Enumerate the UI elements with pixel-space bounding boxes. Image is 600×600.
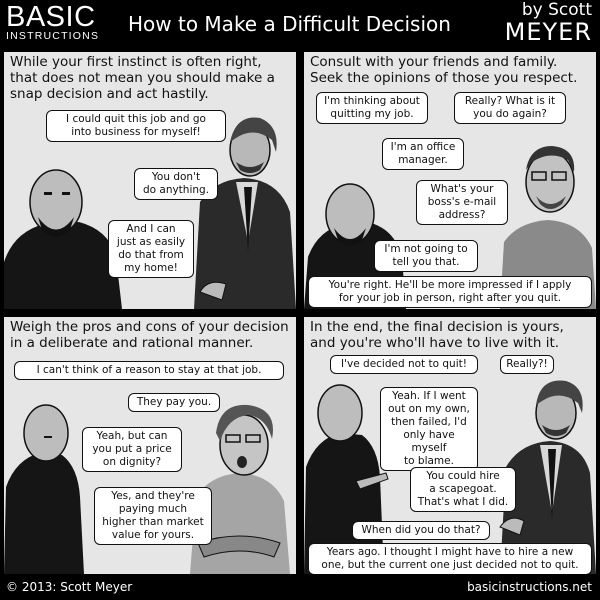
bald-man-figure bbox=[4, 404, 84, 574]
speech-bubble: Really? What is it you do again? bbox=[454, 92, 566, 124]
copyright-notice: © 2013: Scott Meyer bbox=[6, 580, 133, 594]
speech-bubble: I'm thinking about quitting my job. bbox=[316, 92, 428, 124]
panel-1-artwork bbox=[4, 117, 296, 309]
speech-bubble: Years ago. I thought I might have to hir… bbox=[308, 543, 592, 574]
speech-bubble: I can't think of a reason to stay at tha… bbox=[14, 361, 284, 380]
speech-bubble: I'm an office manager. bbox=[382, 138, 464, 170]
speech-bubble: And I can just as easily do that from my… bbox=[108, 220, 194, 278]
byline-line-1: by Scott bbox=[521, 0, 592, 20]
bald-man-figure bbox=[4, 169, 122, 309]
comic-logo: BASIC INSTRUCTIONS bbox=[6, 3, 99, 42]
panel-3: Weigh the pros and cons of your decision… bbox=[4, 317, 296, 574]
panel-4-artwork bbox=[304, 380, 596, 574]
panel-4-caption: In the end, the final decision is yours,… bbox=[310, 319, 564, 351]
speech-bubble: You're right. He'll be more impressed if… bbox=[308, 276, 592, 308]
speech-bubble: You don't do anything. bbox=[134, 168, 218, 200]
speech-bubble: What's your boss's e-mail address? bbox=[416, 180, 508, 225]
panel-4: In the end, the final decision is yours,… bbox=[304, 317, 596, 574]
speech-bubble: Yeah. If I went out on my own, then fail… bbox=[380, 387, 478, 471]
panel-2-caption: Consult with your friends and family. Se… bbox=[310, 54, 578, 86]
site-url: basicinstructions.net bbox=[467, 580, 592, 594]
speech-bubble: When did you do that? bbox=[352, 521, 490, 540]
woman-figure bbox=[190, 404, 290, 574]
byline-line-2: MEYER bbox=[504, 18, 592, 46]
speech-bubble: I'm not going to tell you that. bbox=[374, 240, 478, 272]
suit-man-figure bbox=[499, 380, 596, 574]
suit-man-figure bbox=[194, 117, 296, 309]
speech-bubble: They pay you. bbox=[128, 393, 220, 412]
speech-bubble: You could hire a scapegoat. That's what … bbox=[410, 467, 516, 512]
speech-bubble: Yes, and they're paying much higher than… bbox=[94, 487, 212, 545]
panel-2: Consult with your friends and family. Se… bbox=[304, 52, 596, 309]
byline: by Scott MEYER bbox=[504, 0, 592, 46]
speech-bubble: Yeah, but can you put a price on dignity… bbox=[82, 427, 182, 472]
panel-1-caption: While your first instinct is often right… bbox=[10, 54, 275, 102]
logo-line-2: INSTRUCTIONS bbox=[6, 30, 100, 42]
panel-3-artwork bbox=[4, 404, 290, 574]
comic-title: How to Make a Difficult Decision bbox=[128, 12, 451, 36]
speech-bubble: Really?! bbox=[500, 355, 554, 374]
speech-bubble: I could quit this job and go into busine… bbox=[46, 110, 226, 142]
speech-bubble: I've decided not to quit! bbox=[330, 355, 478, 374]
panel-3-caption: Weigh the pros and cons of your decision… bbox=[10, 319, 289, 351]
logo-line-1: BASIC bbox=[6, 1, 96, 33]
panel-1: While your first instinct is often right… bbox=[4, 52, 296, 309]
